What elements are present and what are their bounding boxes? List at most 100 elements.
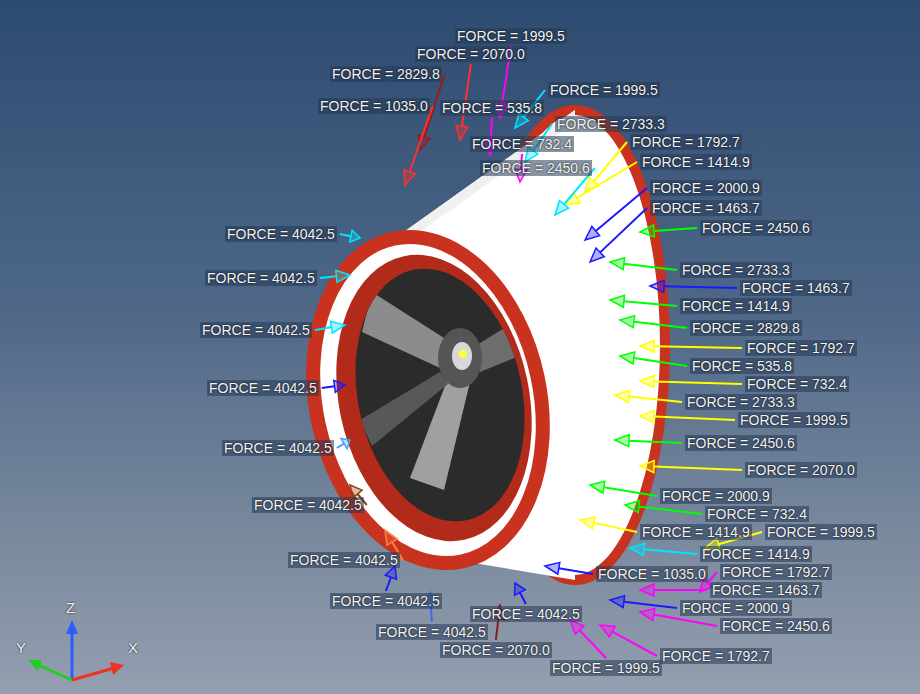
force-arrow-head: [640, 461, 654, 473]
force-arrow-head: [615, 390, 630, 402]
force-arrow-head: [341, 438, 350, 448]
force-arrow-head: [590, 481, 605, 493]
force-label: FORCE = 1414.9: [680, 298, 792, 314]
force-arrow-shaft: [520, 592, 526, 604]
force-arrow-head: [615, 435, 629, 447]
force-label: FORCE = 1999.5: [738, 412, 850, 428]
force-label: FORCE = 4042.5: [470, 606, 582, 622]
force-arrow-shaft: [654, 381, 742, 384]
force-label: FORCE = 732.4: [470, 136, 574, 152]
force-arrow-head: [620, 316, 635, 328]
force-label: FORCE = 1035.0: [596, 566, 708, 582]
force-arrow-head: [570, 620, 584, 634]
force-label: FORCE = 732.4: [745, 376, 849, 392]
force-label: FORCE = 1035.0: [318, 98, 430, 114]
force-label: FORCE = 4042.5: [288, 552, 400, 568]
force-arrow-head: [640, 411, 654, 423]
force-label: FORCE = 2733.3: [685, 394, 797, 410]
force-arrow-shaft: [594, 142, 627, 181]
force-arrow-head: [620, 352, 635, 364]
force-arrow-head: [590, 248, 604, 262]
axis-z: [71, 628, 74, 680]
force-label: FORCE = 1414.9: [700, 546, 812, 562]
force-label: FORCE = 1463.7: [650, 200, 762, 216]
force-label: FORCE = 1999.5: [765, 524, 877, 540]
force-arrow-head: [610, 596, 625, 608]
force-label: FORCE = 2000.9: [680, 600, 792, 616]
force-arrow-shaft: [596, 188, 647, 231]
force-arrow-head: [650, 280, 664, 292]
force-label: FORCE = 1414.9: [640, 524, 752, 540]
force-label: FORCE = 2000.9: [660, 488, 772, 504]
force-label: FORCE = 535.8: [440, 100, 544, 116]
force-label: FORCE = 2733.3: [555, 116, 667, 132]
fan-hub: [438, 328, 482, 388]
axis-label: Y: [14, 640, 28, 656]
force-arrow-head: [456, 125, 468, 140]
force-arrow-shaft: [629, 396, 682, 402]
fan-blade: [360, 372, 448, 446]
force-arrow-shaft: [322, 386, 335, 388]
force-label: FORCE = 2450.6: [480, 160, 592, 176]
axis-x-head: [110, 662, 124, 675]
force-arrow-head: [404, 170, 415, 185]
force-label: FORCE = 4042.5: [225, 226, 337, 242]
force-arrow-shaft: [612, 632, 657, 656]
force-label: FORCE = 1463.7: [710, 582, 822, 598]
force-arrow-shaft: [629, 441, 682, 443]
force-arrow-shaft: [594, 523, 637, 532]
force-arrow-head: [336, 270, 350, 282]
force-label: FORCE = 4042.5: [252, 497, 364, 513]
force-arrow-shaft: [320, 276, 337, 278]
axis-z-head: [66, 620, 78, 634]
force-arrow-shaft: [664, 286, 737, 288]
force-label: FORCE = 1792.7: [720, 564, 832, 580]
force-label: FORCE = 4042.5: [330, 593, 442, 609]
force-arrow-head: [640, 609, 655, 621]
force-label: FORCE = 2450.6: [685, 435, 797, 451]
force-arrow-shaft: [634, 358, 687, 366]
force-label: FORCE = 1999.5: [548, 82, 660, 98]
force-label: FORCE = 1999.5: [550, 660, 662, 676]
force-arrow-shaft: [644, 549, 697, 554]
force-label: FORCE = 2070.0: [745, 462, 857, 478]
force-arrow-shaft: [340, 234, 351, 236]
force-label: FORCE = 2070.0: [415, 46, 527, 62]
force-arrow-head: [640, 584, 654, 596]
axis-y: [36, 664, 72, 680]
force-arrow-head: [625, 501, 640, 513]
force-label: FORCE = 4042.5: [376, 624, 488, 640]
cavity: [333, 253, 547, 538]
force-arrow-shaft: [559, 568, 593, 574]
force-arrow-shaft: [386, 577, 391, 591]
force-arrow-shaft: [634, 322, 687, 328]
force-arrow-head: [610, 258, 625, 270]
force-label: FORCE = 2450.6: [700, 220, 812, 236]
force-arrow-head: [334, 380, 345, 392]
force-label: FORCE = 4042.5: [207, 380, 319, 396]
force-arrow-shaft: [624, 301, 677, 306]
force-arrow-shaft: [654, 467, 742, 470]
force-arrow-shaft: [654, 615, 717, 626]
force-label: FORCE = 1999.5: [455, 28, 567, 44]
force-label: FORCE = 535.8: [690, 358, 794, 374]
axis-y-head: [28, 660, 42, 671]
force-arrow-head: [555, 200, 569, 215]
axis-label: X: [126, 640, 140, 656]
force-arrow-shaft: [580, 630, 606, 658]
force-arrow-shaft: [496, 619, 498, 640]
force-label: FORCE = 1792.7: [745, 340, 857, 356]
force-label: FORCE = 4042.5: [222, 440, 334, 456]
force-arrow-head: [385, 530, 397, 545]
hub-cap: [452, 342, 472, 370]
front-rim: [284, 215, 572, 584]
force-label: FORCE = 2450.6: [720, 618, 832, 634]
force-label: FORCE = 732.4: [705, 506, 809, 522]
force-arrow-head: [640, 340, 654, 352]
force-arrow-shaft: [654, 589, 707, 591]
force-arrow-shaft: [337, 444, 344, 448]
force-arrow-shaft: [654, 228, 697, 231]
force-arrow-head: [515, 583, 526, 595]
force-label: FORCE = 1792.7: [660, 648, 772, 664]
